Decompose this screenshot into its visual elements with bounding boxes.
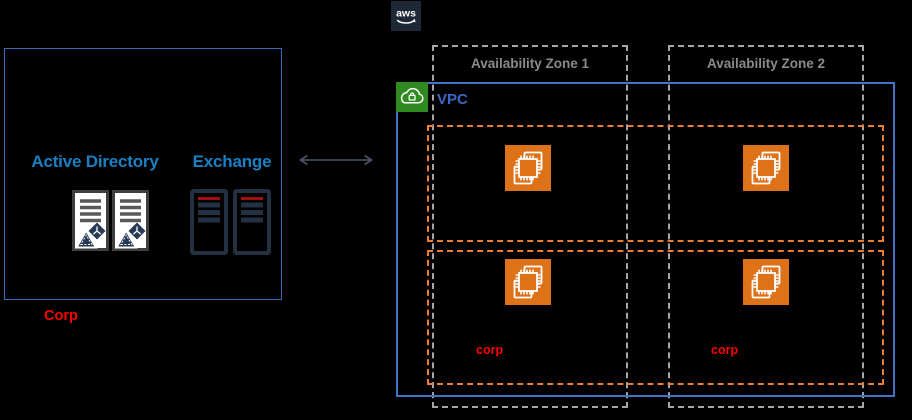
bidirectional-arrow-icon <box>299 154 373 166</box>
corp-datacenter-box: Active Directory Exchange Corp <box>4 48 282 324</box>
corp-label: Corp <box>44 308 78 324</box>
exchange-label: Exchange <box>192 152 272 171</box>
availability-zone-2-box: Availability Zone 2 <box>668 45 864 408</box>
exchange-server-icon <box>190 189 228 255</box>
subnet-corp-label: corp <box>476 343 504 357</box>
ec2-instance-icon <box>743 145 789 191</box>
aws-logo-icon: aws <box>391 1 421 31</box>
ec2-instance-icon <box>743 259 789 305</box>
availability-zone-1-box: Availability Zone 1 <box>432 45 628 408</box>
active-directory-server-icon <box>112 190 149 251</box>
vpc-label: VPC <box>437 91 468 108</box>
active-directory-server-icon <box>72 190 109 251</box>
availability-zone-1-label: Availability Zone 1 <box>470 56 590 71</box>
aws-logo-text: aws <box>396 8 416 20</box>
subnet-box-bottom <box>427 250 884 385</box>
exchange-server-icon <box>233 189 271 255</box>
vpc-cloud-lock-icon <box>396 82 428 112</box>
subnet-corp-label: corp <box>711 343 739 357</box>
active-directory-label: Active Directory <box>31 152 159 171</box>
subnet-box-top <box>427 125 884 242</box>
ec2-instance-icon <box>505 259 551 305</box>
ec2-instance-icon <box>505 145 551 191</box>
availability-zone-2-label: Availability Zone 2 <box>706 56 826 71</box>
vpc-box <box>396 82 895 397</box>
